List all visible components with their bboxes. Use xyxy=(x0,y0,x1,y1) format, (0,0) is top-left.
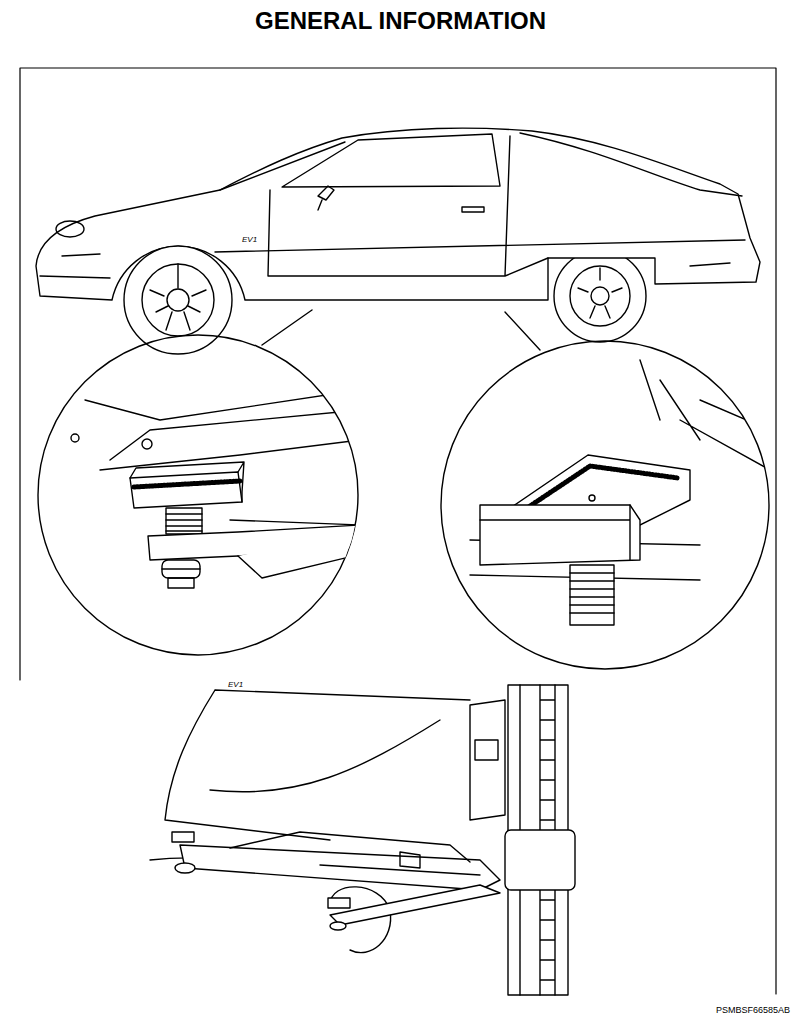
lift-arm xyxy=(330,885,500,925)
front-lift-pad-detail xyxy=(71,390,370,588)
lift-pad xyxy=(172,832,194,842)
car-side-view xyxy=(36,128,760,354)
model-badge: EV1 xyxy=(228,681,243,690)
mirror xyxy=(318,186,334,210)
page-title: GENERAL INFORMATION xyxy=(255,8,546,34)
lift-arm xyxy=(180,845,500,890)
car-door-window xyxy=(220,134,548,276)
lift-carriage xyxy=(505,830,575,890)
lift-pad xyxy=(328,898,350,908)
leader-line xyxy=(262,310,540,350)
rear-wheel xyxy=(554,250,646,342)
car-on-lift xyxy=(150,685,575,995)
door-handle xyxy=(462,207,484,212)
headlight xyxy=(56,221,84,237)
front-wheel xyxy=(124,246,232,354)
rear-glass xyxy=(520,133,742,196)
detail-circle xyxy=(441,341,769,669)
model-badge: EV1 xyxy=(242,236,257,245)
figure-code: PSMBSF66585AB xyxy=(716,1006,790,1016)
detail-circle xyxy=(38,335,358,655)
rear-lift-pad-detail xyxy=(470,360,770,625)
page-frame xyxy=(20,68,776,994)
